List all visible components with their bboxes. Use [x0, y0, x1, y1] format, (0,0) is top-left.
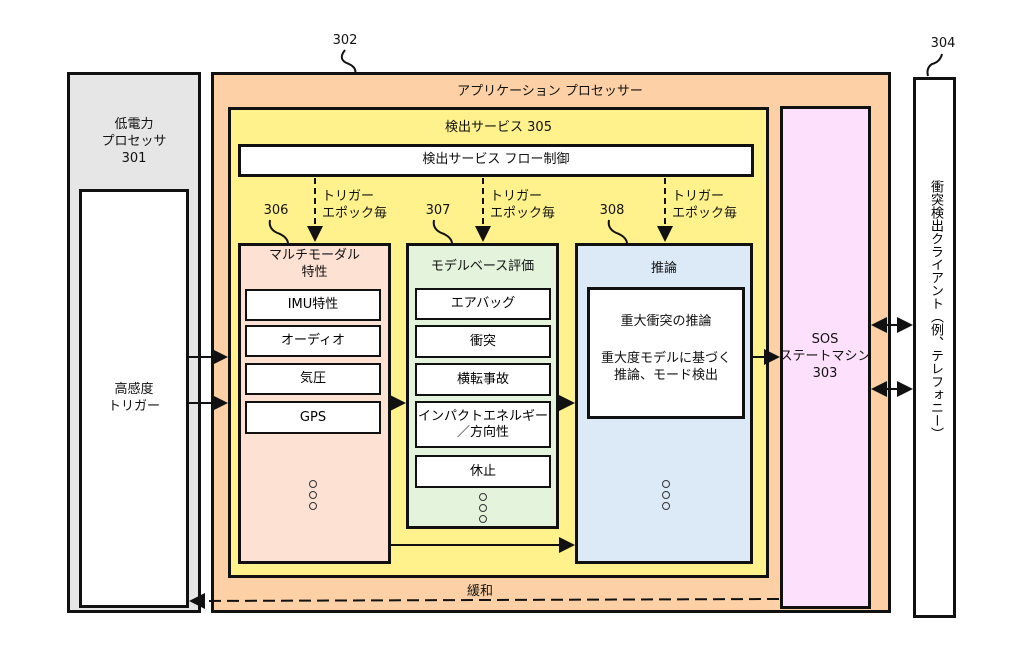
- ellipsis-icon: [662, 480, 670, 513]
- trigger-epoch-label: トリガー エポック毎: [322, 189, 388, 221]
- feature-item: 気圧: [245, 363, 381, 395]
- severe-crash-inference: 重大衝突の推論: [620, 314, 712, 329]
- app-processor-title: アプリケーション プロセッサー: [457, 84, 643, 99]
- model-item: 休止: [415, 455, 551, 488]
- sos-state-machine: [780, 106, 871, 609]
- trigger-epoch-label: トリガー エポック毎: [672, 189, 738, 221]
- ref-302: 302: [332, 33, 358, 48]
- ref-leader: [268, 219, 289, 245]
- ref-leader: [926, 53, 943, 77]
- severity-model-inference: 重大度モデルに基づく 推論、モード検出: [600, 351, 731, 383]
- multimodal-title: マルチモーダル 特性: [268, 248, 360, 280]
- ref-306: 306: [263, 203, 289, 218]
- model-item: エアバッグ: [415, 288, 551, 320]
- ref-308: 308: [599, 203, 625, 218]
- inference-detail: [587, 287, 745, 419]
- low-power-title: 低電力 プロセッサ 301: [101, 117, 167, 166]
- trigger-label: 高感度 トリガー: [107, 382, 160, 414]
- crash-detection-client: [913, 77, 956, 618]
- mitigation-arrow: [189, 592, 780, 609]
- ref-leader: [340, 49, 357, 75]
- feature-item: GPS: [245, 401, 381, 434]
- ref-leader: [607, 219, 628, 245]
- model-item: インパクトエネルギー ／方向性: [415, 401, 551, 448]
- ellipsis-icon: [309, 480, 317, 513]
- high-sensitivity-trigger: [79, 189, 189, 608]
- sos-title: SOS ステートマシン 303: [779, 332, 871, 381]
- flow-control: [238, 144, 754, 177]
- model-eval-title: モデルベース評価: [430, 259, 535, 274]
- detection-service-title: 検出サービス 305: [445, 120, 552, 135]
- mitigation-label: 緩和: [466, 584, 493, 599]
- ref-304: 304: [930, 36, 956, 51]
- client-title: 衝突検出クライアント（例、テレフォニー）: [928, 180, 943, 440]
- feature-item: オーディオ: [245, 325, 381, 357]
- ellipsis-icon: [479, 493, 487, 526]
- model-item: 横転事故: [415, 363, 551, 396]
- ref-307: 307: [425, 203, 451, 218]
- flow-control-label: 検出サービス フロー制御: [422, 152, 570, 167]
- model-item: 衝突: [415, 325, 551, 358]
- inference-title: 推論: [650, 261, 677, 276]
- ref-leader: [432, 219, 453, 245]
- feature-item: IMU特性: [245, 289, 381, 321]
- trigger-epoch-label: トリガー エポック毎: [490, 189, 556, 221]
